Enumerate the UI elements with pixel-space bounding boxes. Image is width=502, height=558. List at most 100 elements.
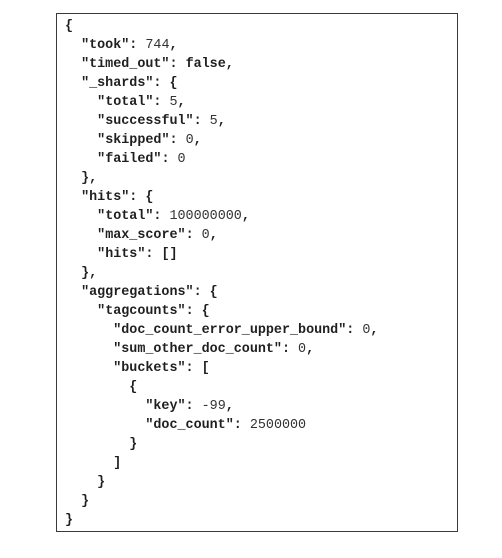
json-punctuation: , bbox=[241, 209, 250, 224]
json-punctuation: }, bbox=[81, 171, 98, 186]
json-punctuation: : bbox=[129, 38, 146, 53]
json-punctuation: } bbox=[129, 437, 138, 452]
line-indent bbox=[65, 475, 97, 490]
json-key: "aggregations" bbox=[81, 285, 194, 300]
line-indent bbox=[65, 247, 97, 262]
json-key: "_shards" bbox=[81, 76, 154, 91]
json-line: "key": -99, bbox=[65, 397, 378, 416]
json-value: 0 bbox=[298, 342, 307, 357]
json-punctuation: : bbox=[153, 95, 170, 110]
json-key: "timed_out" bbox=[81, 57, 170, 72]
json-line: { bbox=[65, 17, 378, 36]
json-punctuation: : { bbox=[185, 304, 210, 319]
json-value: 5 bbox=[209, 114, 218, 129]
line-indent bbox=[65, 95, 97, 110]
json-line: "failed": 0 bbox=[65, 150, 378, 169]
line-indent bbox=[65, 285, 81, 300]
json-code-block: { "took": 744, "timed_out": false, "_sha… bbox=[65, 17, 378, 530]
json-punctuation: : bbox=[346, 323, 363, 338]
json-value: 5 bbox=[169, 95, 178, 110]
json-punctuation: : bbox=[161, 152, 178, 167]
json-line: "sum_other_doc_count": 0, bbox=[65, 340, 378, 359]
json-punctuation: , bbox=[193, 133, 202, 148]
json-key: "took" bbox=[81, 38, 130, 53]
json-value: 0 bbox=[177, 152, 186, 167]
line-indent bbox=[65, 304, 97, 319]
json-document-frame: { "took": 744, "timed_out": false, "_sha… bbox=[56, 13, 458, 532]
line-indent bbox=[65, 209, 97, 224]
line-indent bbox=[65, 266, 81, 281]
json-punctuation: : [] bbox=[145, 247, 178, 262]
json-line: "doc_count": 2500000 bbox=[65, 416, 378, 435]
json-value: 0 bbox=[185, 133, 194, 148]
json-line: "hits": { bbox=[65, 188, 378, 207]
json-line: "buckets": [ bbox=[65, 359, 378, 378]
json-punctuation: { bbox=[129, 380, 138, 395]
line-indent bbox=[65, 494, 81, 509]
json-key: "doc_count_error_upper_bound" bbox=[113, 323, 347, 338]
json-key: "skipped" bbox=[97, 133, 170, 148]
json-line: { bbox=[65, 378, 378, 397]
json-value: 0 bbox=[362, 323, 371, 338]
json-punctuation: , bbox=[217, 114, 226, 129]
json-punctuation: : bbox=[185, 399, 202, 414]
line-indent bbox=[65, 323, 113, 338]
json-punctuation: , bbox=[169, 38, 178, 53]
json-key: "hits" bbox=[97, 247, 146, 262]
json-key: "successful" bbox=[97, 114, 194, 129]
json-line: } bbox=[65, 511, 378, 530]
line-indent bbox=[65, 418, 145, 433]
json-value: 0 bbox=[201, 228, 210, 243]
line-indent bbox=[65, 171, 81, 186]
json-key: "tagcounts" bbox=[97, 304, 186, 319]
json-line: } bbox=[65, 473, 378, 492]
json-punctuation: { bbox=[65, 19, 74, 34]
json-value: 744 bbox=[145, 38, 170, 53]
json-punctuation: : { bbox=[153, 76, 178, 91]
line-indent bbox=[65, 342, 113, 357]
json-punctuation: : { bbox=[193, 285, 218, 300]
json-line: }, bbox=[65, 264, 378, 283]
json-punctuation: ] bbox=[113, 456, 122, 471]
json-value: 100000000 bbox=[169, 209, 242, 224]
line-indent bbox=[65, 399, 145, 414]
json-punctuation: } bbox=[81, 494, 90, 509]
json-punctuation: } bbox=[97, 475, 106, 490]
json-punctuation: , bbox=[177, 95, 186, 110]
json-key: "key" bbox=[145, 399, 186, 414]
json-value: 2500000 bbox=[249, 418, 307, 433]
json-boolean: false bbox=[185, 57, 226, 72]
json-key: "total" bbox=[97, 95, 154, 110]
json-punctuation: } bbox=[65, 513, 74, 528]
json-line: "tagcounts": { bbox=[65, 302, 378, 321]
json-value: -99 bbox=[201, 399, 226, 414]
json-punctuation: , bbox=[306, 342, 315, 357]
json-punctuation: , bbox=[225, 57, 234, 72]
json-key: "hits" bbox=[81, 190, 130, 205]
json-line: "max_score": 0, bbox=[65, 226, 378, 245]
json-key: "buckets" bbox=[113, 361, 186, 376]
json-line: ] bbox=[65, 454, 378, 473]
json-punctuation: : { bbox=[129, 190, 154, 205]
json-line: "hits": [] bbox=[65, 245, 378, 264]
json-punctuation: : bbox=[233, 418, 250, 433]
json-line: "timed_out": false, bbox=[65, 55, 378, 74]
line-indent bbox=[65, 361, 113, 376]
line-indent bbox=[65, 228, 97, 243]
json-punctuation: : bbox=[169, 133, 186, 148]
line-indent bbox=[65, 76, 81, 91]
json-line: "doc_count_error_upper_bound": 0, bbox=[65, 321, 378, 340]
line-indent bbox=[65, 456, 113, 471]
json-punctuation: : [ bbox=[185, 361, 210, 376]
line-indent bbox=[65, 57, 81, 72]
json-key: "max_score" bbox=[97, 228, 186, 243]
json-line: "successful": 5, bbox=[65, 112, 378, 131]
line-indent bbox=[65, 38, 81, 53]
json-punctuation: , bbox=[370, 323, 379, 338]
json-key: "doc_count" bbox=[145, 418, 234, 433]
line-indent bbox=[65, 114, 97, 129]
line-indent bbox=[65, 380, 129, 395]
json-punctuation: : bbox=[193, 114, 210, 129]
json-punctuation: }, bbox=[81, 266, 98, 281]
json-line: "aggregations": { bbox=[65, 283, 378, 302]
